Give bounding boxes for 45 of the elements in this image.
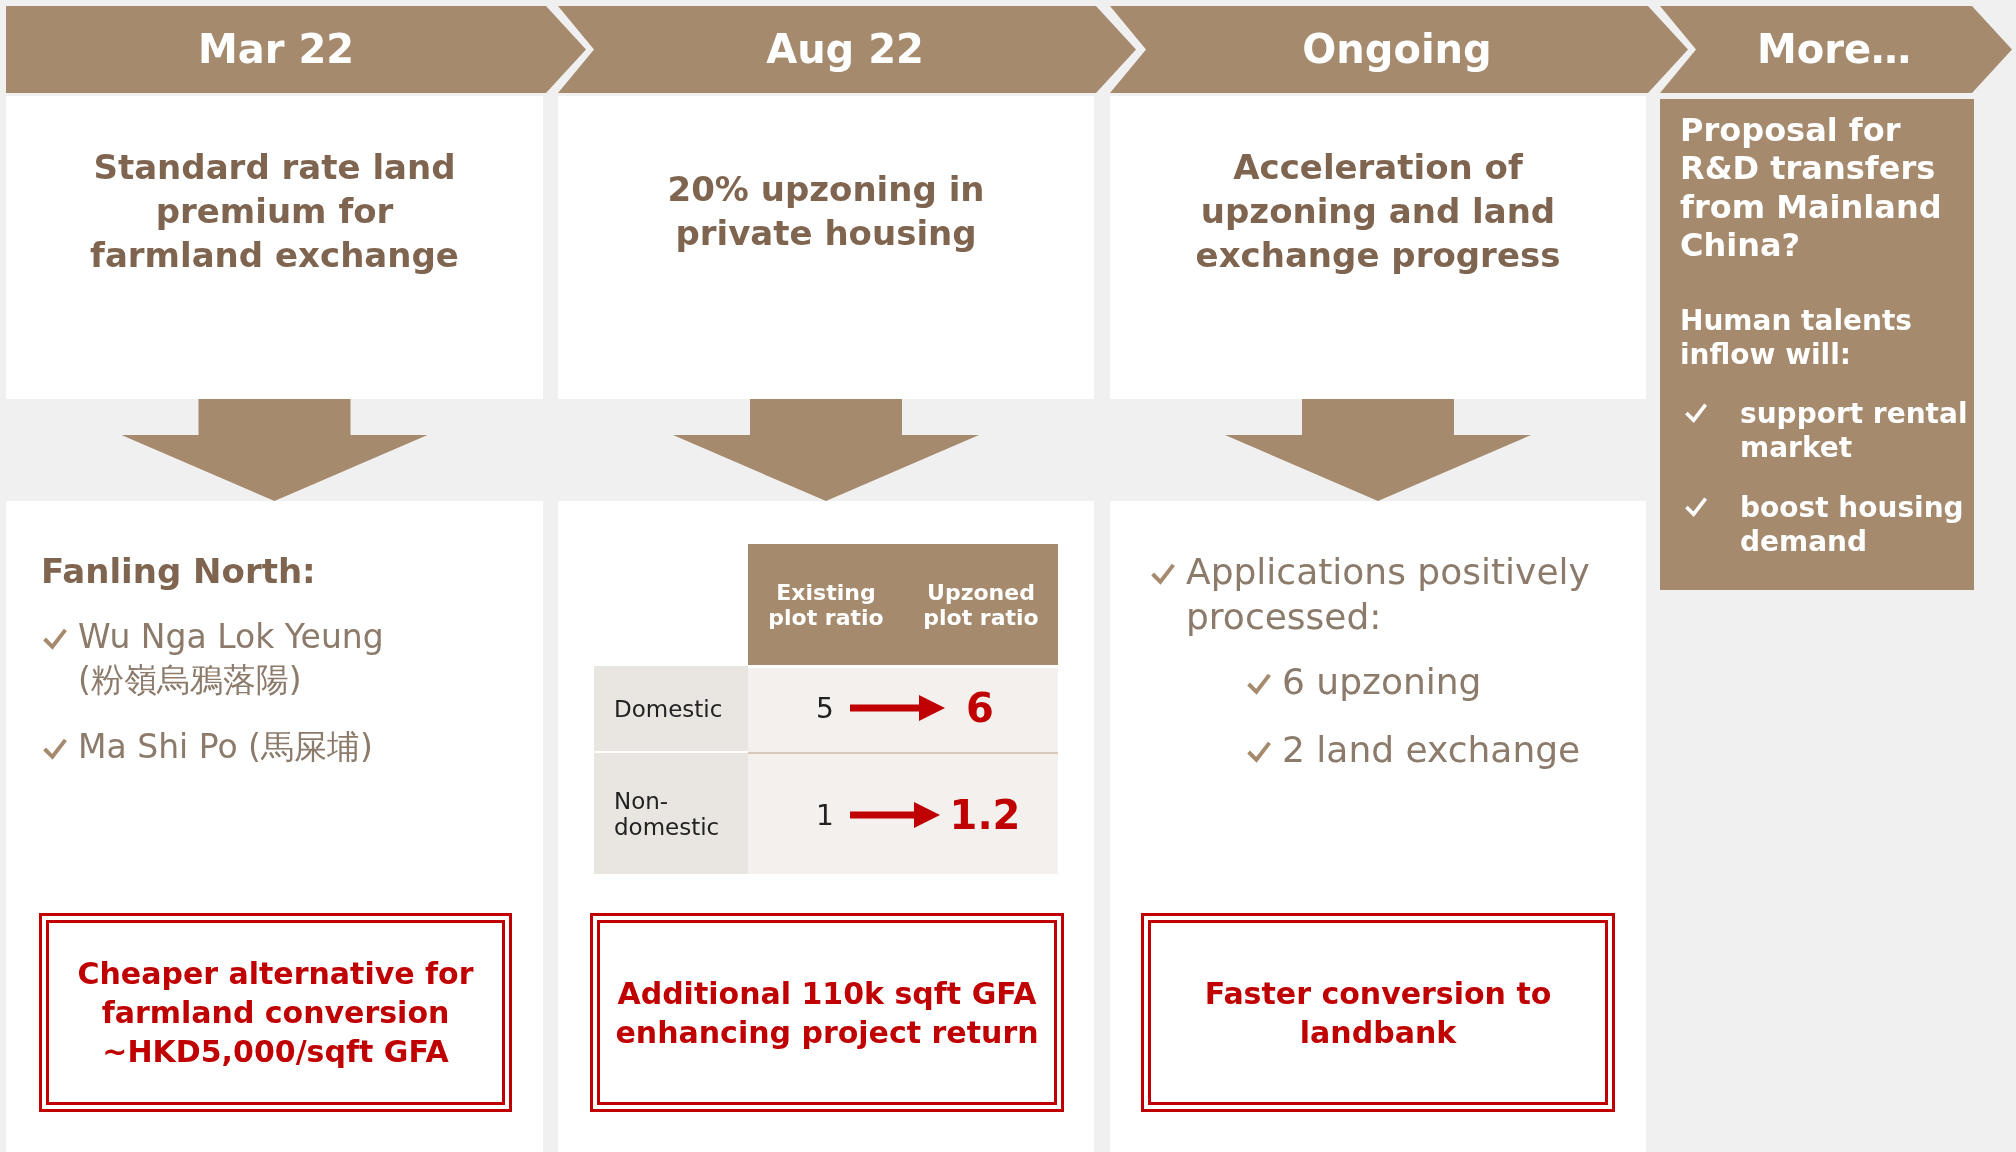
block-arrow [1225,399,1531,501]
row-header: Domestic [594,666,748,751]
block-arrow [121,399,428,501]
block-arrow [673,399,979,501]
phase-banner [1660,6,2012,93]
list-item: Ma Shi Po (馬屎埔) [78,726,374,768]
plot-ratio-value: 6 [945,683,1015,733]
plot-ratio-value: 5 [800,683,850,733]
highlight-box [590,913,1064,1112]
milestone-text: Acceleration of upzoning and land exchange progress [1194,145,1562,278]
list-item: Wu Nga Lok Yeung (粉嶺烏鴉落陽) [78,616,385,701]
milestone-panel [1110,96,1646,399]
plot-ratio-value: 1 [800,790,850,840]
highlight-box [39,913,512,1112]
phase-banner [1110,6,1688,93]
timeline-label: Mar 22 [196,25,356,74]
detail-panel [1110,501,1646,1152]
list-item: support rental market [1740,397,1969,465]
highlight-text: Additional 110k sqft GFA enhancing project return [614,974,1040,1052]
highlight-text: Cheaper alternative for farmland conversion ~HKD5,000/sqft GFA [76,955,475,1071]
highlight-box [1141,913,1615,1112]
timeline-label: Ongoing [1301,25,1493,74]
phase-banner [558,6,1136,93]
list-item: boost housing demand [1740,491,1965,559]
timeline-label: More… [1755,25,1913,74]
milestone-panel [558,96,1094,399]
milestone-text: 20% upzoning in private housing [666,167,986,255]
list-item: 2 land exchange [1282,729,1581,770]
list-item: 6 upzoning [1282,661,1482,702]
column-header: Upzoned plot ratio [904,544,1058,665]
list-item: Applications positively processed: [1186,550,1591,639]
phase-banner [6,6,586,93]
detail-panel [558,501,1094,1152]
milestone-text: Standard rate land premium for farmland exchange [89,145,460,278]
subheading: Human talents inflow will: [1680,304,1913,372]
column-header: Existing plot ratio [748,544,904,665]
timeline-label: Aug 22 [765,25,925,74]
outlook-box [1660,99,1974,590]
section-heading: Fanling North: [41,551,316,591]
detail-panel [6,501,543,1152]
question-text: Proposal for R&D transfers from Mainland China? [1680,111,1943,265]
milestone-panel [6,96,543,399]
row-header: Non-domestic [594,753,748,874]
highlight-text: Faster conversion to landbank [1203,974,1553,1052]
plot-ratio-value: 1.2 [940,790,1030,840]
